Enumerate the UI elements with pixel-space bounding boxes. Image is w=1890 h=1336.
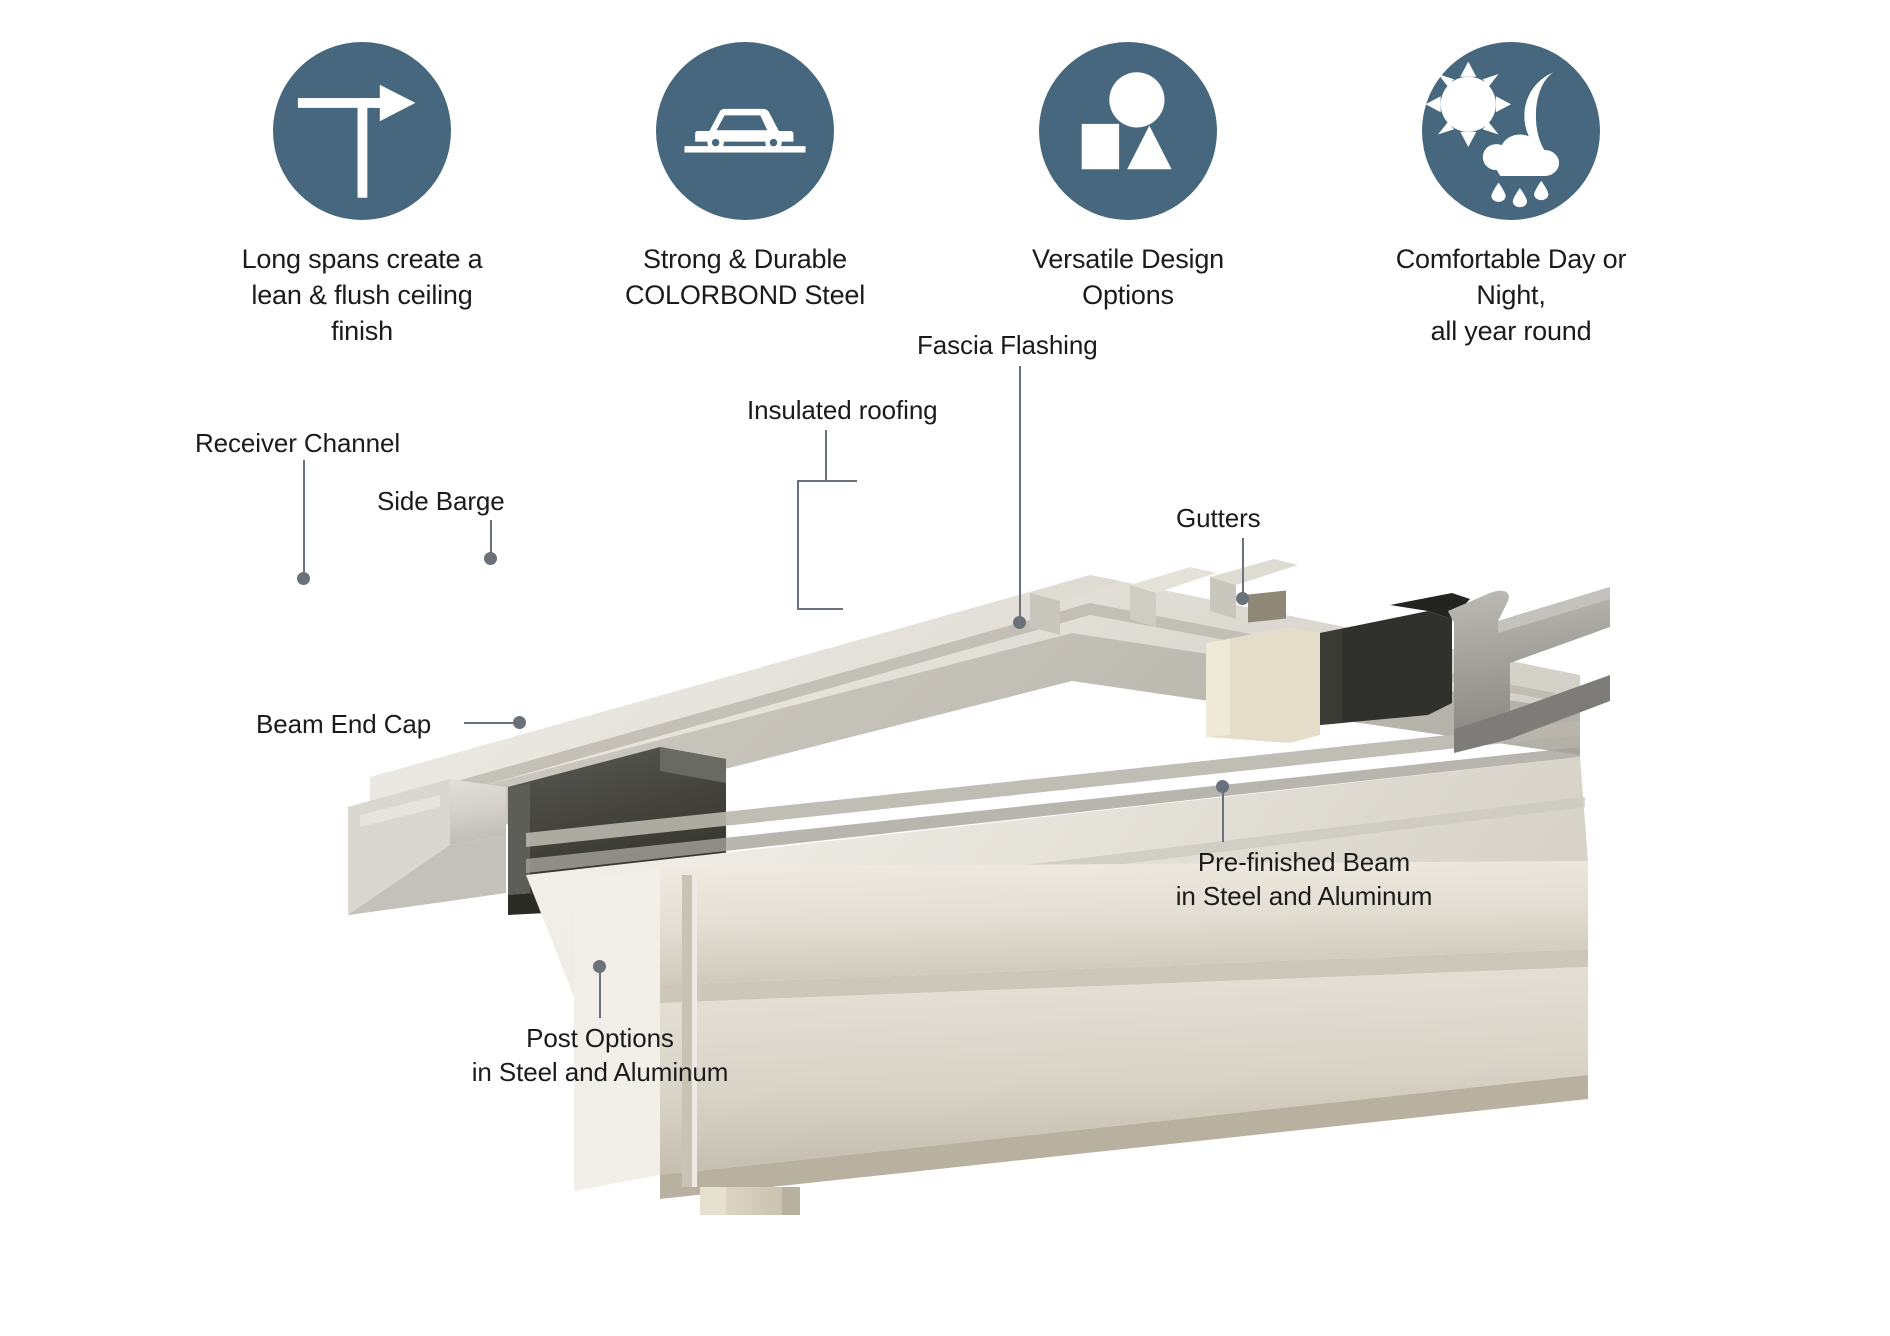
feature-item-versatile-design: Versatile Design Options	[998, 0, 1258, 314]
callout-fascia-flashing-label: Fascia Flashing	[917, 330, 1098, 360]
leader-line-gutters	[1242, 538, 1244, 594]
feature-item-strong-durable: Strong & Durable COLORBOND Steel	[615, 0, 875, 314]
callout-receiver-channel-label: Receiver Channel	[195, 428, 401, 458]
leader-dot-pre-finished-beam	[1216, 780, 1229, 793]
leader-dot-side-barge	[484, 552, 497, 565]
shapes-circle-square-triangle-icon	[1039, 42, 1217, 220]
leader-line-insulated-roofing-bottom	[797, 608, 843, 610]
callout-gutters-label: Gutters	[1176, 503, 1261, 533]
leader-line-fascia-flashing	[1019, 366, 1021, 618]
sun-moon-rain-cloud-icon	[1422, 42, 1600, 220]
t-beam-span-arrow-icon	[273, 42, 451, 220]
product-diagram: Receiver Channel Side Barge Insulated ro…	[0, 330, 1890, 1336]
feature-item-long-spans: Long spans create a lean & flush ceiling…	[232, 0, 492, 350]
leader-line-insulated-roofing-top	[825, 430, 827, 480]
callout-insulated-roofing-label: Insulated roofing	[747, 395, 938, 425]
leader-line-post-options	[599, 970, 601, 1018]
leader-line-pre-finished-beam	[1222, 790, 1224, 842]
leader-line-side-barge	[490, 520, 492, 555]
leader-line-receiver-channel	[303, 460, 305, 572]
callout-post-options-label: Post Options in Steel and Aluminum	[471, 1023, 729, 1087]
leader-dot-post-options	[593, 960, 606, 973]
feature-caption: Comfortable Day or Night, all year round	[1395, 244, 1627, 346]
feature-caption: Long spans create a lean & flush ceiling…	[241, 244, 483, 346]
leader-dot-receiver-channel	[297, 572, 310, 585]
leader-line-beam-end-cap	[464, 722, 518, 724]
feature-caption: Versatile Design Options	[1032, 244, 1224, 310]
car-under-carport-icon	[656, 42, 834, 220]
feature-item-comfortable-day-night: Comfortable Day or Night, all year round	[1381, 0, 1641, 350]
leader-dot-gutters	[1236, 592, 1249, 605]
callout-pre-finished-beam-label: Pre-finished Beam in Steel and Aluminum	[1175, 847, 1433, 911]
callout-beam-end-cap-label: Beam End Cap	[256, 709, 432, 739]
leader-elbow-insulated-roofing	[797, 480, 857, 610]
leader-dot-fascia-flashing	[1013, 616, 1026, 629]
feature-highlights-strip: Long spans create a lean & flush ceiling…	[0, 0, 1890, 346]
callout-side-barge-label: Side Barge	[377, 486, 505, 516]
leader-dot-beam-end-cap	[513, 716, 526, 729]
feature-caption: Strong & Durable COLORBOND Steel	[624, 244, 866, 310]
carport-roof-system-render	[330, 515, 1610, 1215]
